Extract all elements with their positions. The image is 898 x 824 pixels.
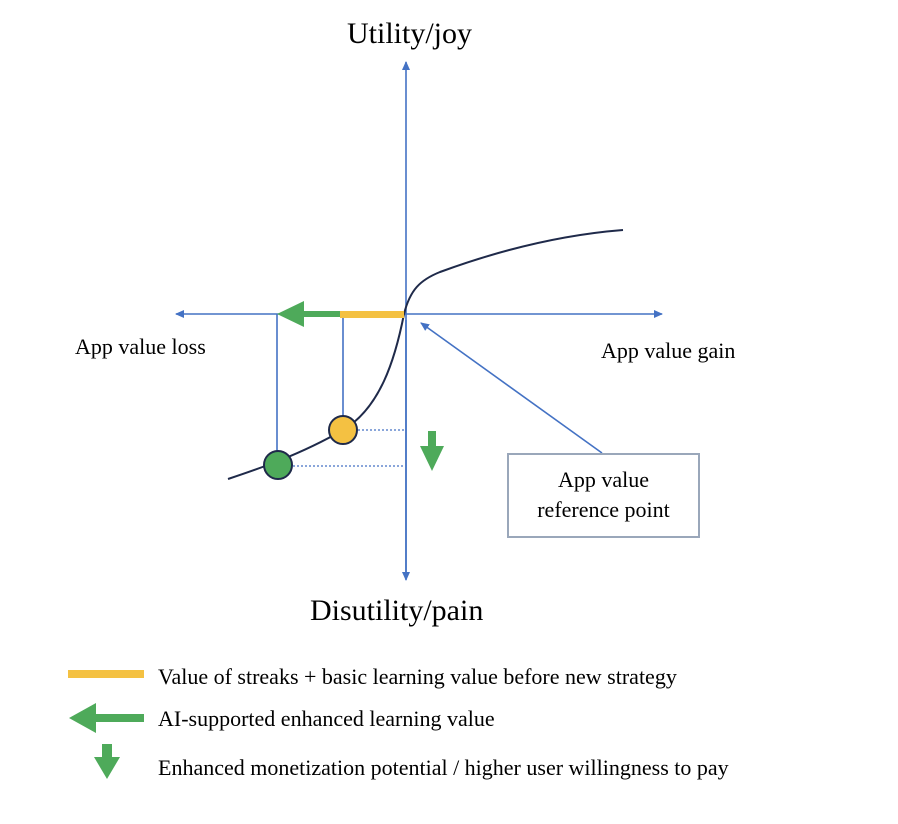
y-axis-bottom-label: Disutility/pain (310, 594, 484, 627)
reference-box-line1: App value (557, 467, 650, 492)
legend-item-yellow-label: Value of streaks + basic learning value … (158, 664, 677, 689)
legend-yellow-bar-icon (68, 670, 144, 678)
legend-item-green-arrow-label: AI-supported enhanced learning value (158, 706, 495, 731)
yellow-value-bar (340, 311, 404, 318)
reference-pointer-arrow (420, 322, 603, 454)
legend-green-down-arrow-icon (94, 744, 120, 779)
reference-box-line2: reference point (537, 497, 670, 522)
value-curve (227, 229, 624, 480)
green-point (263, 450, 293, 480)
legend-green-left-arrow-icon (69, 703, 144, 733)
x-axis-left-label: App value loss (75, 334, 206, 359)
legend-item-down-arrow-label: Enhanced monetization potential / higher… (158, 755, 729, 780)
green-down-arrow (420, 431, 444, 471)
green-left-arrow (277, 301, 340, 327)
x-axis-right-label: App value gain (601, 338, 736, 363)
reference-point-box: App value reference point (507, 453, 700, 538)
yellow-point (328, 415, 358, 445)
y-axis-top-label: Utility/joy (347, 17, 473, 50)
